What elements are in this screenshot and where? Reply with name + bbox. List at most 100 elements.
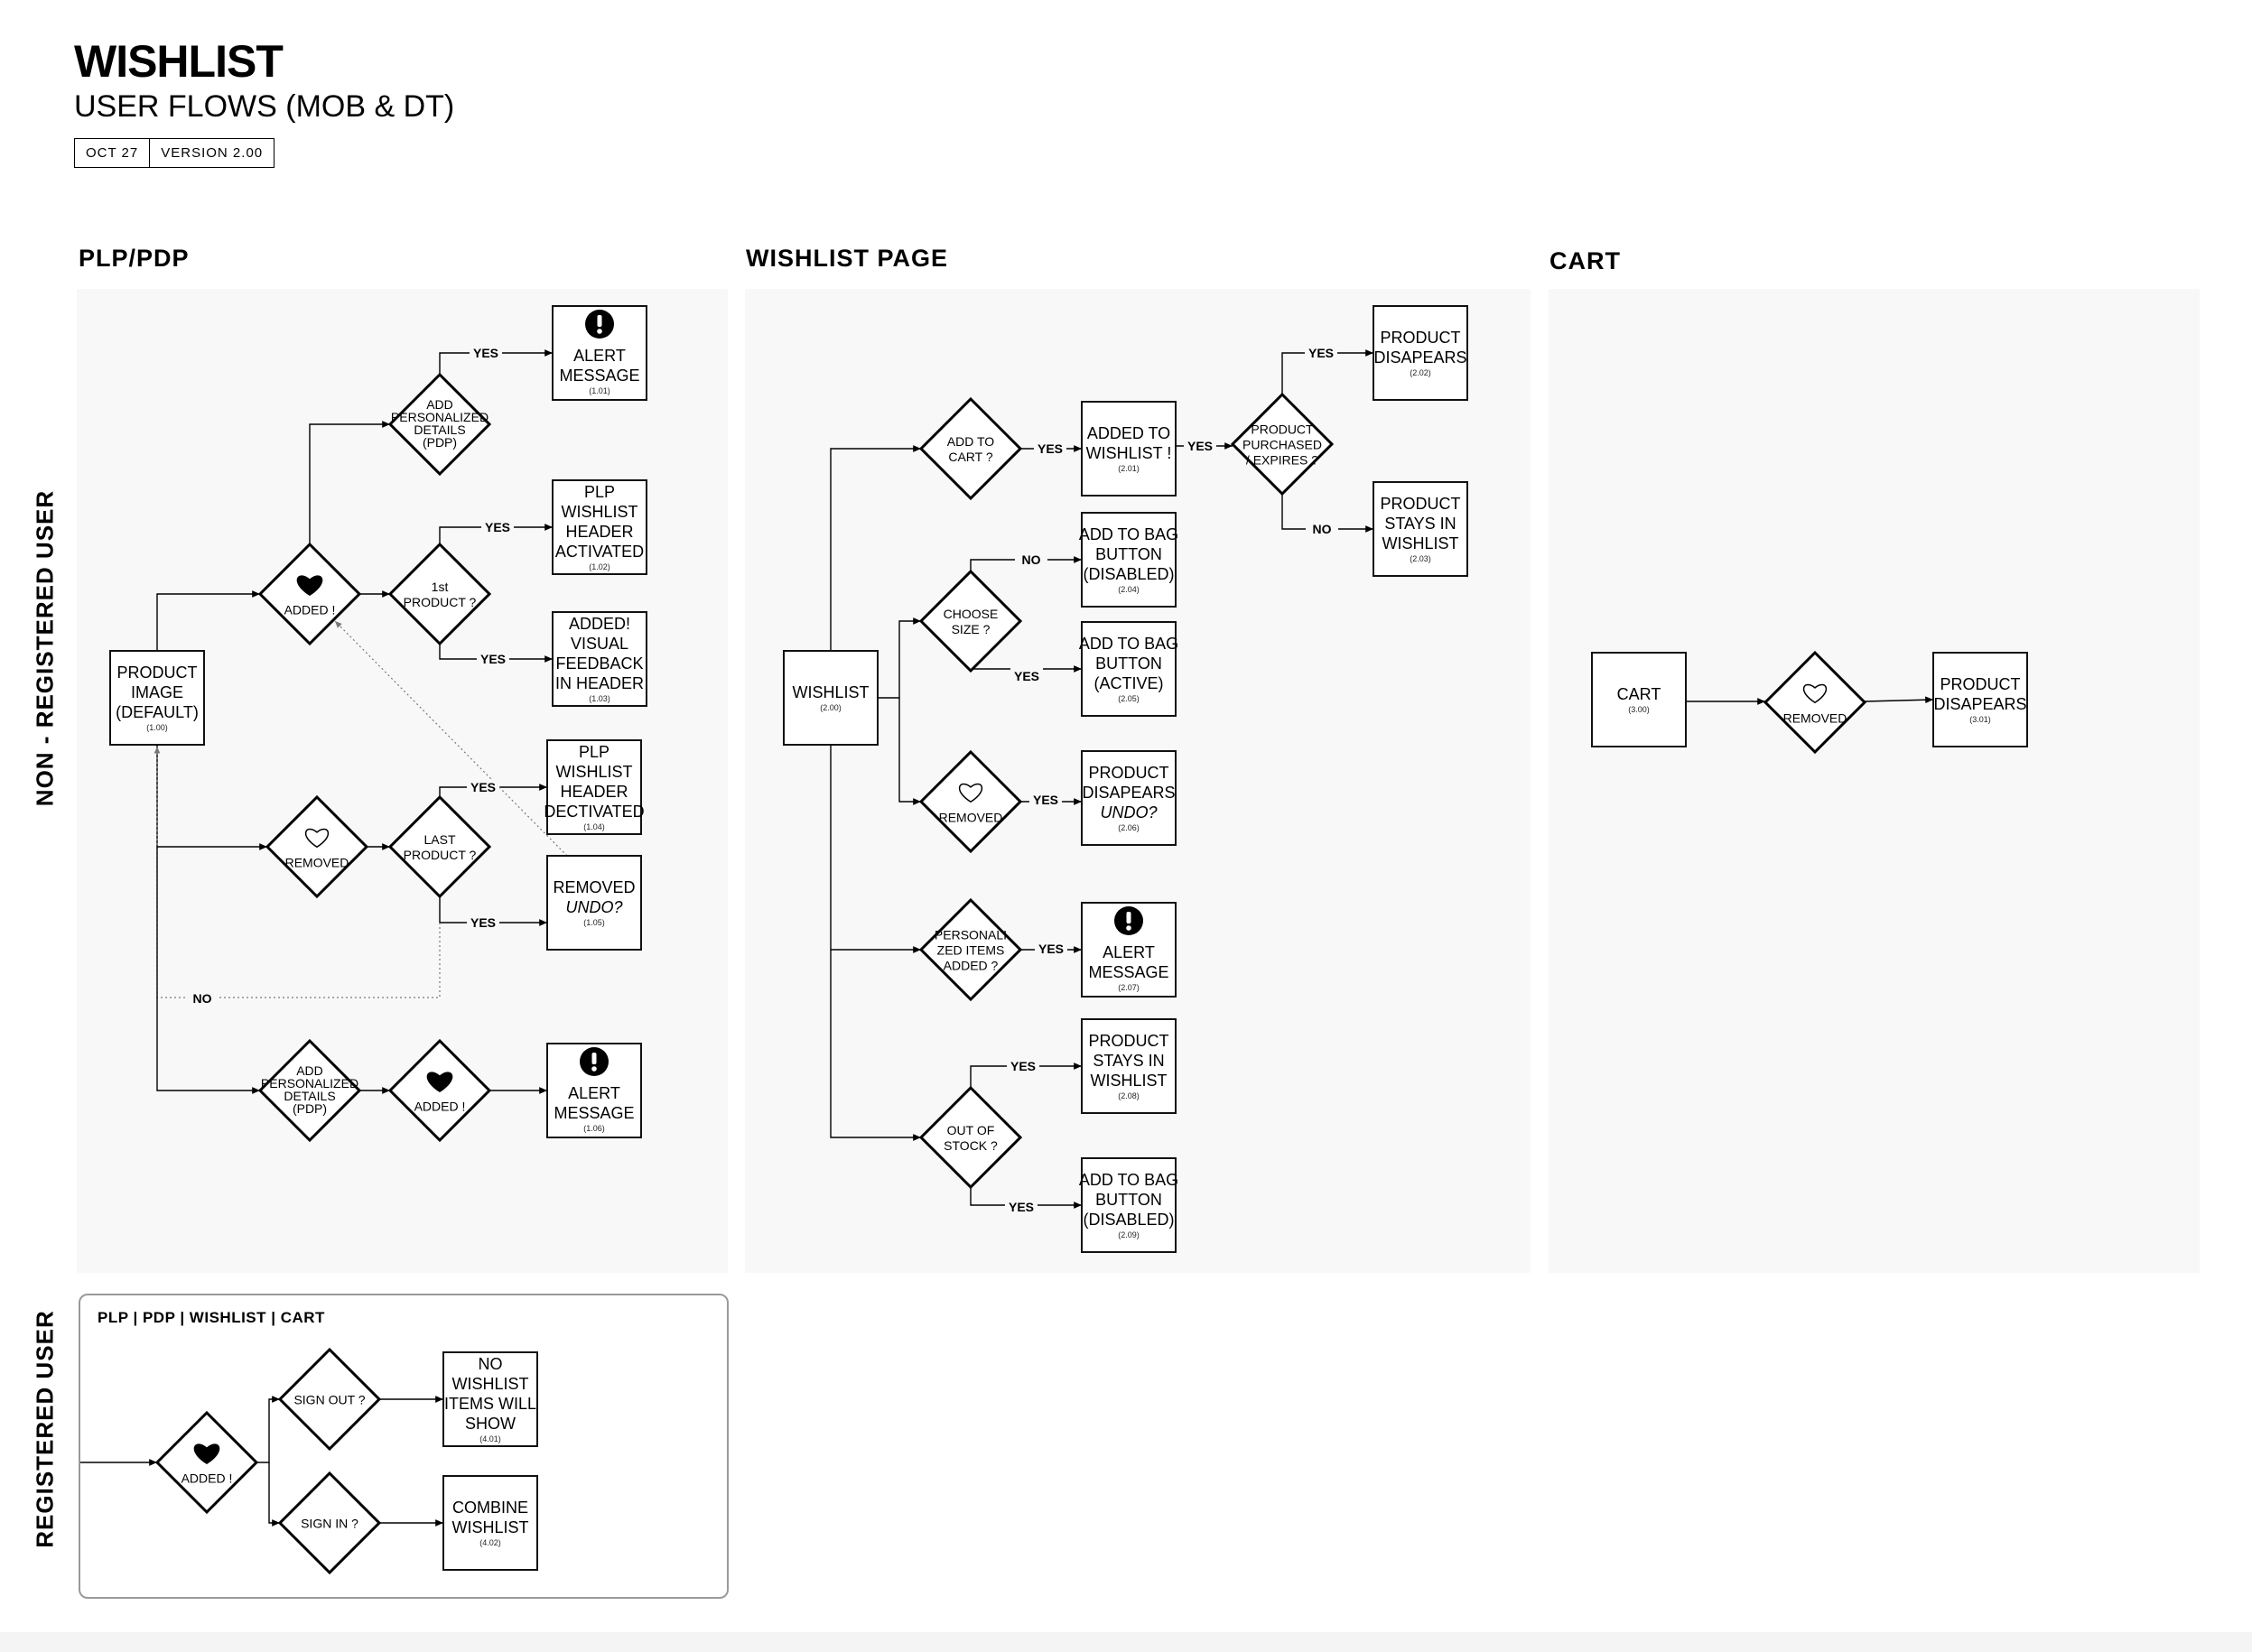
- svg-text:ADD TO BAG: ADD TO BAG: [1079, 635, 1178, 653]
- edge-label-yes: YES: [485, 520, 510, 534]
- svg-text:(PDP): (PDP): [423, 435, 457, 450]
- svg-text:REMOVED: REMOVED: [285, 856, 349, 870]
- footer-strip: [0, 1632, 2252, 1652]
- edge-label-no: NO: [193, 991, 212, 1006]
- svg-text:(2.00): (2.00): [820, 703, 842, 712]
- heart-filled-icon: [426, 1072, 453, 1092]
- svg-text:DECTIVATED: DECTIVATED: [544, 803, 644, 821]
- svg-text:UNDO?: UNDO?: [1100, 803, 1157, 821]
- flow-node-n_rem3: REMOVED: [1763, 650, 1867, 755]
- svg-text:PERSONALIZED: PERSONALIZED: [261, 1076, 358, 1091]
- svg-text:(2.08): (2.08): [1118, 1091, 1140, 1100]
- edge-label-yes: YES: [480, 652, 506, 666]
- flow-node-n_added1: ADDED !: [257, 542, 362, 646]
- svg-text:BUTTON: BUTTON: [1095, 654, 1162, 673]
- svg-text:REMOVED: REMOVED: [553, 878, 635, 896]
- flow-edge-n_pers1-to-n101: [439, 349, 553, 375]
- svg-text:(PDP): (PDP): [293, 1101, 327, 1116]
- edge-label-yes: YES: [470, 915, 496, 930]
- svg-text:ADDED !: ADDED !: [181, 1471, 233, 1486]
- svg-text:ADDED ?: ADDED ?: [944, 959, 999, 973]
- svg-text:WISHLIST: WISHLIST: [1090, 1072, 1167, 1090]
- edge-label-yes: YES: [470, 780, 496, 794]
- exclamation-circle-icon: [585, 310, 614, 339]
- section-title-wishlist-page: WISHLIST PAGE: [746, 245, 949, 272]
- flow-node-n_rem2: REMOVED: [918, 749, 1023, 854]
- svg-text:(3.01): (3.01): [1969, 715, 1991, 724]
- svg-text:STAYS IN: STAYS IN: [1093, 1052, 1164, 1070]
- svg-text:DISAPEARS: DISAPEARS: [1933, 695, 2026, 713]
- svg-text:HEADER: HEADER: [560, 783, 628, 801]
- svg-text:(4.01): (4.01): [479, 1434, 501, 1443]
- svg-text:(1.04): (1.04): [583, 822, 605, 831]
- page-subtitle: USER FLOWS (MOB & DT): [74, 89, 455, 124]
- flow-edge-n200-to-n_stock: [830, 950, 921, 1141]
- svg-text:WISHLIST: WISHLIST: [451, 1518, 528, 1536]
- svg-text:(DISABLED): (DISABLED): [1083, 1211, 1174, 1229]
- svg-text:(2.09): (2.09): [1118, 1230, 1140, 1239]
- svg-text:(2.05): (2.05): [1118, 694, 1140, 703]
- svg-text:WISHLIST: WISHLIST: [1382, 534, 1458, 552]
- svg-text:PRODUCT: PRODUCT: [1381, 329, 1461, 347]
- svg-text:(2.04): (2.04): [1118, 585, 1140, 594]
- svg-text:ADDED !: ADDED !: [414, 1100, 466, 1114]
- svg-text:REMOVED: REMOVED: [939, 811, 1003, 825]
- flow-edge-n200-to-n_rem2: [898, 698, 921, 805]
- edge-label-yes: YES: [1038, 441, 1063, 456]
- heart-outline-icon: [1803, 683, 1827, 704]
- svg-text:PLP: PLP: [584, 483, 615, 501]
- svg-text:(ACTIVE): (ACTIVE): [1093, 674, 1163, 692]
- flow-edge-n200-to-n_persitems: [830, 745, 921, 953]
- svg-text:ALERT: ALERT: [568, 1084, 620, 1102]
- flow-edge-n105-to-n_added1: [334, 620, 568, 857]
- svg-text:ALERT: ALERT: [1103, 943, 1155, 961]
- svg-text:PRODUCT ?: PRODUCT ?: [404, 848, 477, 862]
- svg-text:PRODUCT: PRODUCT: [1089, 1032, 1169, 1050]
- section-title-cart: CART: [1549, 247, 1621, 274]
- svg-text:ALERT: ALERT: [573, 347, 626, 365]
- svg-text:(1.02): (1.02): [589, 562, 610, 571]
- svg-text:PRODUCT: PRODUCT: [1940, 675, 2021, 693]
- svg-text:DISAPEARS: DISAPEARS: [1373, 348, 1466, 367]
- page-title: WISHLIST: [74, 36, 284, 87]
- svg-text:DISAPEARS: DISAPEARS: [1082, 784, 1175, 802]
- svg-text:WISHLIST: WISHLIST: [451, 1375, 528, 1393]
- flow-node-n301: PRODUCT DISAPEARS (3.01): [1932, 652, 2028, 747]
- svg-text:MESSAGE: MESSAGE: [1088, 963, 1168, 981]
- svg-text:REMOVED: REMOVED: [1783, 711, 1847, 726]
- panel-cart: [1549, 289, 2200, 1273]
- svg-text:(1.06): (1.06): [583, 1124, 605, 1133]
- svg-text:PURCHASED: PURCHASED: [1242, 438, 1322, 452]
- flow-edge-n200-to-n_size: [878, 617, 921, 699]
- flow-edge-n100-to-n_rem1: [156, 745, 267, 850]
- svg-text:NO: NO: [479, 1355, 503, 1373]
- edge-label-yes: YES: [1014, 669, 1039, 683]
- svg-text:ADD TO: ADD TO: [947, 434, 994, 449]
- date-label: OCT 27: [86, 145, 139, 161]
- flow-node-n_signin: SIGN IN ?: [277, 1471, 382, 1575]
- flow-edge-n_purch-to-n203: [1281, 494, 1373, 533]
- svg-text:WISHLIST: WISHLIST: [561, 503, 637, 521]
- svg-text:(3.00): (3.00): [1628, 705, 1650, 714]
- svg-text:(4.02): (4.02): [479, 1538, 501, 1547]
- svg-text:ADD: ADD: [426, 397, 453, 412]
- flow-edge-n_purch-to-n202: [1281, 349, 1373, 394]
- svg-text:(2.03): (2.03): [1410, 554, 1431, 563]
- svg-text:ADDED !: ADDED !: [284, 603, 336, 617]
- svg-text:(DISABLED): (DISABLED): [1083, 565, 1174, 583]
- svg-text:IMAGE: IMAGE: [131, 683, 183, 701]
- svg-text:PERSONALIZED: PERSONALIZED: [391, 410, 489, 424]
- svg-text:BUTTON: BUTTON: [1095, 1191, 1162, 1209]
- edge-label-yes: YES: [1038, 942, 1064, 956]
- svg-text:COMBINE: COMBINE: [452, 1499, 528, 1517]
